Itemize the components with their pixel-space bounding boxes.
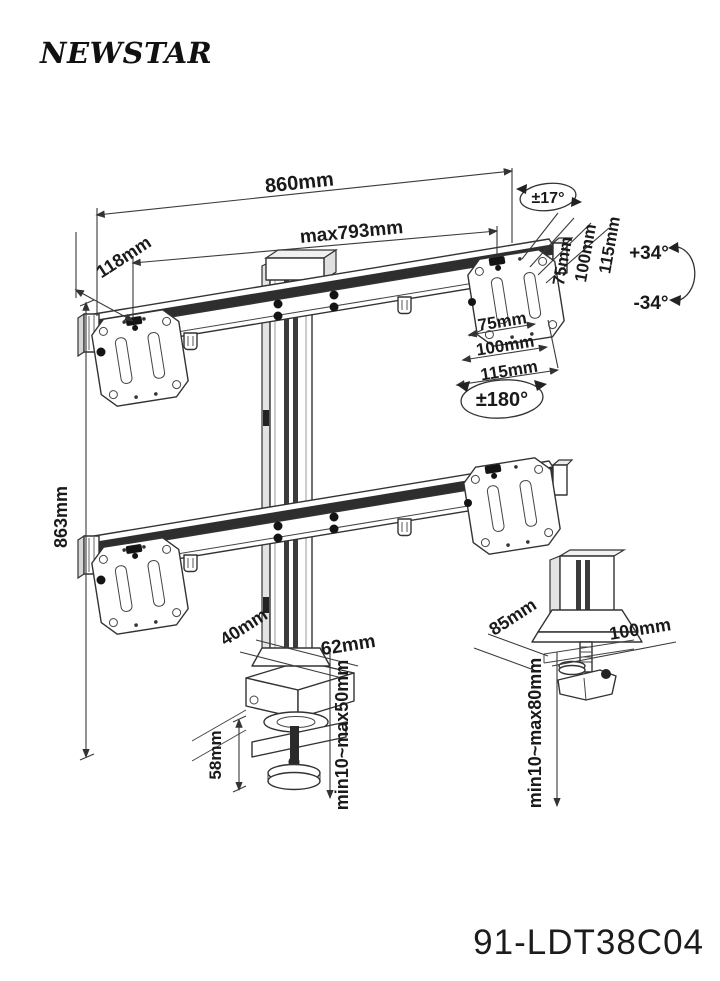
vesa-side-115-label: 115mm xyxy=(595,215,624,275)
bar-mount-screws xyxy=(273,512,339,543)
desk-plate-line xyxy=(543,648,635,664)
rotation-angle-label: ±180° xyxy=(476,389,528,411)
pole-stop-nub xyxy=(263,597,269,613)
cable-clip xyxy=(183,332,198,351)
lower-crossbar xyxy=(77,459,574,580)
cable-clip xyxy=(397,296,412,315)
dim-swivel: +34° -34° xyxy=(629,242,696,314)
brand-logo: NEWSTAR xyxy=(39,36,212,70)
swivel-minus-label: -34° xyxy=(633,293,668,314)
dim-grommet-range: min10~max80mm xyxy=(525,652,561,809)
dim-85-label: 85mm xyxy=(485,594,540,639)
dim-118-label: 118mm xyxy=(93,232,155,282)
tilt-angle-label: ±17° xyxy=(532,190,565,207)
pole-stop-nub xyxy=(263,410,269,426)
desk-plate-line xyxy=(543,639,635,655)
vesa-plate-bottom-right xyxy=(460,454,564,558)
bar-mount-screws xyxy=(273,290,339,321)
swivel-plus-label: +34° xyxy=(629,243,669,264)
clamp-range-label: min10~max50mm xyxy=(332,660,352,811)
dim-tilt-range: ±17° xyxy=(516,182,582,212)
dim-total-height: 863mm xyxy=(51,299,95,761)
dim-clamp-height: 58mm xyxy=(206,715,247,793)
cable-clip xyxy=(183,554,198,573)
dim-rotation-range: ±180° xyxy=(457,379,547,419)
desk-edge-line xyxy=(191,709,247,742)
vertical-pole xyxy=(261,261,313,661)
grommet-clamp-bracket xyxy=(557,669,617,701)
clamp-screw-rod xyxy=(290,726,299,770)
dim-clamp-range: min10~max50mm xyxy=(326,652,352,811)
grommet-mount-detail xyxy=(531,549,643,701)
dim-62-label: 62mm xyxy=(319,631,377,660)
cable-clip xyxy=(397,518,412,537)
dim-860-label: 860mm xyxy=(264,168,335,197)
dim-863-label: 863mm xyxy=(51,486,71,548)
grommet-range-label: min10~max80mm xyxy=(525,658,545,809)
product-code: 91-LDT38C04 xyxy=(473,923,704,962)
vesa-side-100-label: 100mm xyxy=(571,223,600,284)
bar-end-cap-right xyxy=(551,459,574,496)
clamp-screw-knob xyxy=(267,756,321,791)
dim-58-label: 58mm xyxy=(206,730,225,779)
vesa-tilt-knobs xyxy=(96,255,507,585)
